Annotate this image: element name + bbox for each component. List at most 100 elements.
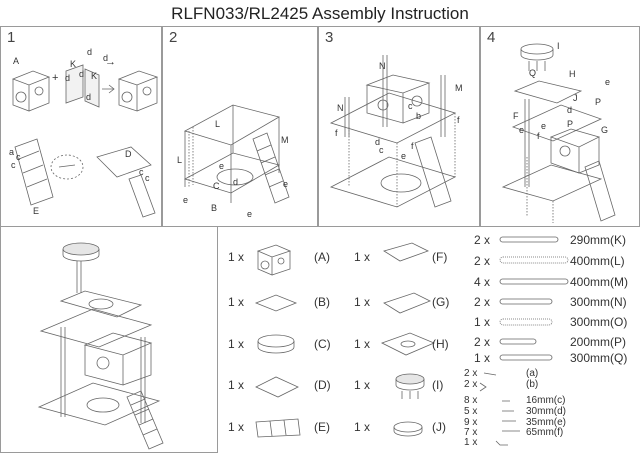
parts-icons (254, 236, 569, 446)
label-d-panel: D (125, 149, 132, 159)
part-d-qty: 1 x (228, 378, 245, 392)
post-l-qty: 2 x (474, 254, 491, 268)
post-n-qty: 2 x (474, 295, 491, 309)
step-2-illustration (183, 104, 290, 204)
hardware-a-spec: (a) (526, 368, 539, 379)
label-p: P (595, 97, 602, 107)
label-d: d (375, 137, 381, 147)
hardware-e-spec: 35mm(e) (526, 417, 567, 428)
post-m-spec: 400mm(M) (570, 275, 629, 289)
label-e: e (183, 195, 189, 205)
post-p-spec: 200mm(P) (570, 335, 627, 349)
part-c-code: (C) (314, 337, 331, 351)
label-e: e (605, 77, 611, 87)
post-q-qty: 1 x (474, 351, 491, 365)
post-m-qty: 4 x (474, 275, 491, 289)
label-c: C (213, 181, 220, 191)
hardware-b-qty: 2 x (464, 379, 478, 390)
label-e: e (283, 179, 289, 189)
label-f: f (457, 115, 460, 125)
part-j-code: (J) (432, 420, 446, 434)
part-c-qty: 1 x (228, 337, 245, 351)
label-c: c (145, 173, 150, 183)
label-j: J (573, 93, 578, 103)
label-c: c (16, 152, 21, 162)
label-p: P (567, 119, 574, 129)
label-e: e (541, 121, 547, 131)
part-a-qty: 1 x (228, 250, 245, 264)
label-a-screw: a (9, 147, 15, 157)
label-c: c (379, 145, 384, 155)
hardware-f-spec: 65mm(f) (526, 427, 564, 438)
hardware-e-qty: 9 x (464, 417, 478, 428)
part-e-code: (E) (314, 420, 330, 434)
label-b: B (211, 203, 218, 213)
label-f: f (537, 131, 540, 141)
label-d: d (65, 73, 71, 83)
part-g-qty: 1 x (354, 295, 371, 309)
label-k: K (91, 71, 98, 81)
step-3-number: 3 (325, 29, 334, 46)
step-4-panel: 4 I Q H e J P d F e P G e f (480, 26, 640, 227)
part-d-code: (D) (314, 378, 331, 392)
label-e: e (219, 161, 225, 171)
label-f: f (335, 128, 338, 138)
hardware-d-qty: 5 x (464, 406, 478, 417)
post-p-qty: 2 x (474, 335, 491, 349)
part-f-qty: 1 x (354, 250, 371, 264)
hardware-c-qty: 8 x (464, 395, 478, 406)
label-q: Q (529, 68, 537, 78)
label-g: G (601, 125, 609, 135)
part-j-qty: 1 x (354, 420, 371, 434)
part-h-code: (H) (432, 337, 449, 351)
step-4-number: 4 (487, 29, 496, 46)
part-g-code: (G) (432, 295, 450, 309)
part-b-code: (B) (314, 295, 330, 309)
label-h: H (569, 69, 576, 79)
label-d: d (103, 53, 109, 63)
label-f: f (411, 141, 414, 151)
label-m: M (455, 83, 463, 93)
label-d: d (567, 105, 573, 115)
post-q-spec: 300mm(Q) (570, 351, 628, 365)
label-l: L (215, 119, 221, 129)
part-e-qty: 1 x (228, 420, 245, 434)
label-m: M (281, 135, 289, 145)
label-c: c (408, 101, 413, 111)
document-title: RLFN033/RL2425 Assembly Instruction (171, 4, 469, 23)
hardware-a-qty: 2 x (464, 368, 478, 379)
step-1-illustration (11, 64, 159, 218)
label-a-panel: A (13, 56, 20, 66)
part-i-qty: 1 x (354, 378, 371, 392)
label-n: N (379, 61, 386, 71)
step-1-number: 1 (7, 29, 16, 46)
label-f: F (513, 111, 519, 121)
hardware-b-spec: (b) (526, 379, 539, 390)
label-d: d (86, 92, 92, 102)
label-c: c (11, 160, 16, 170)
label-n: N (337, 103, 344, 113)
post-o-qty: 1 x (474, 315, 491, 329)
step-2-panel: 2 L M L e C d e e B e (162, 26, 318, 227)
hardware-key-qty: 1 x (464, 437, 478, 448)
label-b: b (416, 111, 422, 121)
hardware-f-qty: 7 x (464, 427, 478, 438)
label-d: d (87, 47, 93, 57)
label-e: e (401, 151, 407, 161)
part-h-qty: 1 x (354, 337, 371, 351)
arrow-icon: → (105, 56, 116, 68)
post-o-spec: 300mm(O) (570, 315, 628, 329)
label-e-ladder: E (33, 206, 40, 216)
label-e: e (247, 209, 253, 219)
post-k-spec: 290mm(K) (570, 233, 627, 247)
step-2-number: 2 (169, 29, 178, 46)
parts-list: 1 x (A) 1 x (B) 1 x (C) 1 x (D) 1 x (E) … (217, 226, 640, 453)
hardware-c-spec: 16mm(c) (526, 395, 566, 406)
part-b-qty: 1 x (228, 295, 245, 309)
post-n-spec: 300mm(N) (570, 295, 627, 309)
label-e: e (519, 125, 525, 135)
label-c: c (139, 167, 144, 177)
part-f-code: (F) (432, 250, 448, 264)
hardware-d-spec: 30mm(d) (526, 406, 567, 417)
part-i-code: (I) (432, 378, 444, 392)
